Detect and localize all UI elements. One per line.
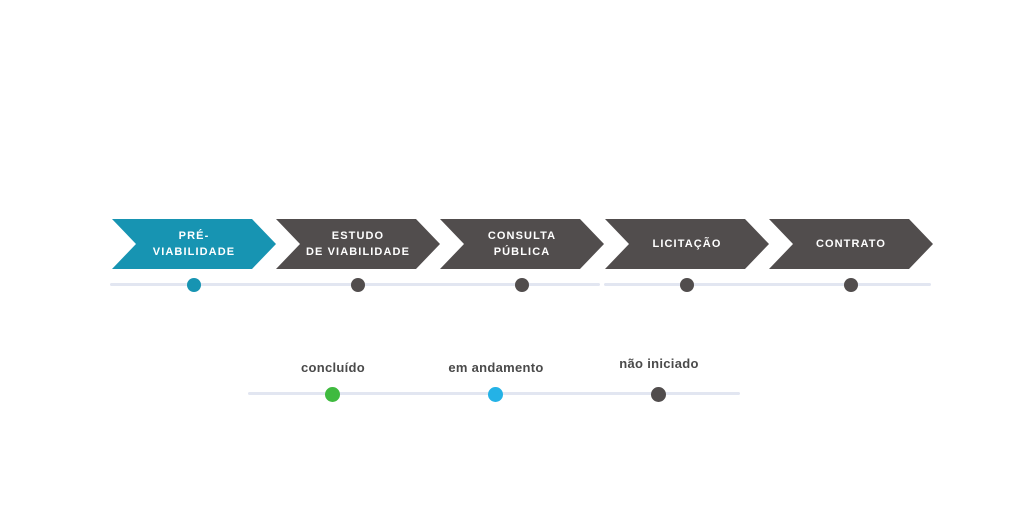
stage-label-line: DE VIABILIDADE [305, 246, 411, 258]
legend-label-nao-iniciado: não iniciado [619, 356, 699, 371]
stage-label-line: VIABILIDADE [152, 246, 236, 258]
legend-dot-em-andamento [488, 387, 503, 402]
stage-dot-pre-viabilidade [187, 278, 201, 292]
stage-label-line: CONSULTA [487, 230, 557, 242]
stage-label-line: ESTUDO [331, 230, 385, 242]
stage-dot-contrato [844, 278, 858, 292]
stage-label-line: LICITAÇÃO [652, 238, 722, 250]
stage-label-line: PRÉ- [178, 230, 210, 242]
stage-dot-estudo-de-viabilidade [351, 278, 365, 292]
timeline-track-right [604, 283, 931, 286]
stage-dot-licitacao [680, 278, 694, 292]
stage-dot-consulta-publica [515, 278, 529, 292]
legend-label-em-andamento: em andamento [448, 360, 544, 375]
stage-chevron-pre-viabilidade: PRÉ- VIABILIDADE [112, 219, 276, 269]
stage-label-line: PÚBLICA [493, 246, 551, 258]
stage-chevron-contrato: CONTRATO [769, 219, 933, 269]
stage-label-line: CONTRATO [815, 238, 887, 250]
stage-chevron-estudo-de-viabilidade: ESTUDO DE VIABILIDADE [276, 219, 440, 269]
stage-chevron-consulta-publica: CONSULTA PÚBLICA [440, 219, 604, 269]
stage-chevron-licitacao: LICITAÇÃO [605, 219, 769, 269]
legend-dot-concluido [325, 387, 340, 402]
legend-label-concluido: concluído [300, 360, 366, 375]
legend-dot-nao-iniciado [651, 387, 666, 402]
